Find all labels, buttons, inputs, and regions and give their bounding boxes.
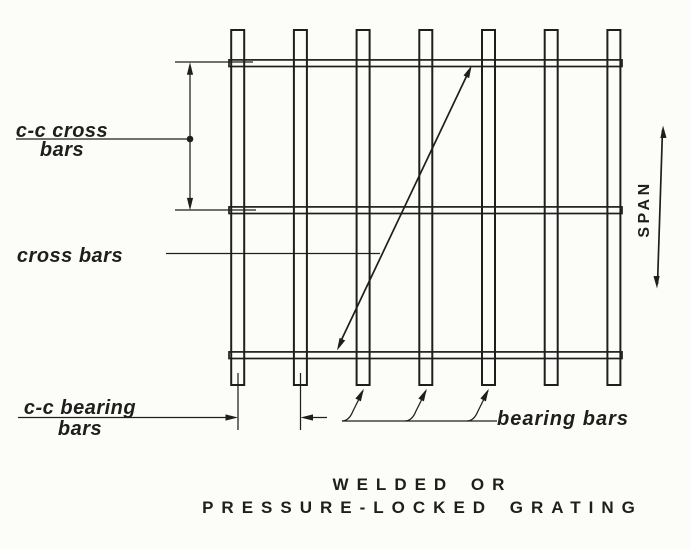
bearing-bar [606,29,622,386]
cc-bearing-arrow-left [300,414,313,421]
bearing-bar [418,29,434,386]
span-arrow-up [659,125,667,139]
cross-bar [228,59,623,68]
leader-dot [186,135,194,143]
cc-cross-label-line2: bars [39,139,85,161]
dimension-arrow-down [186,197,194,211]
diagonal-arrow-line [338,70,470,346]
bearing-bar-leader-3 [466,390,489,422]
diagonal-arrow-bottom [334,337,346,352]
cross-bars-label: cross bars [16,245,124,267]
cc-bearing-label-line1: c-c bearing [23,397,137,419]
bearing-bar-leader-2 [404,390,427,422]
span-label: SPAN [636,180,653,238]
bearing-bar-leader-1 [341,390,364,422]
cross-bar [228,351,623,360]
bearing-bar [543,29,559,386]
bearing-bar-leader-arrow-3 [480,387,492,402]
cc-bearing-dimension [18,373,327,430]
cross-bars-pointer [166,64,475,352]
figure-title-line1: WELDED OR [332,475,513,494]
cross-bar [228,206,623,215]
cc-bearing-arrow-right [225,414,238,421]
cross-bars-group [228,59,623,360]
span-arrow-line [656,129,664,285]
cc-cross-dimension [16,61,256,211]
bearing-bar-leader-arrow-2 [418,387,430,402]
bearing-bar [355,29,371,386]
dimension-arrow-up [186,62,194,75]
bearing-bars-leaders [341,387,497,422]
span-arrow [653,125,667,289]
bearing-bar-leader-arrow-1 [355,387,367,402]
bearing-bar [481,29,496,386]
cc-bearing-label-line2: bars [57,418,103,440]
bearing-bars-label: bearing bars [497,408,630,430]
span-arrow-down [653,275,661,289]
cc-cross-label-line1: c-c cross [15,120,109,142]
figure-title-line2: PRESSURE-LOCKED GRATING [202,498,643,517]
